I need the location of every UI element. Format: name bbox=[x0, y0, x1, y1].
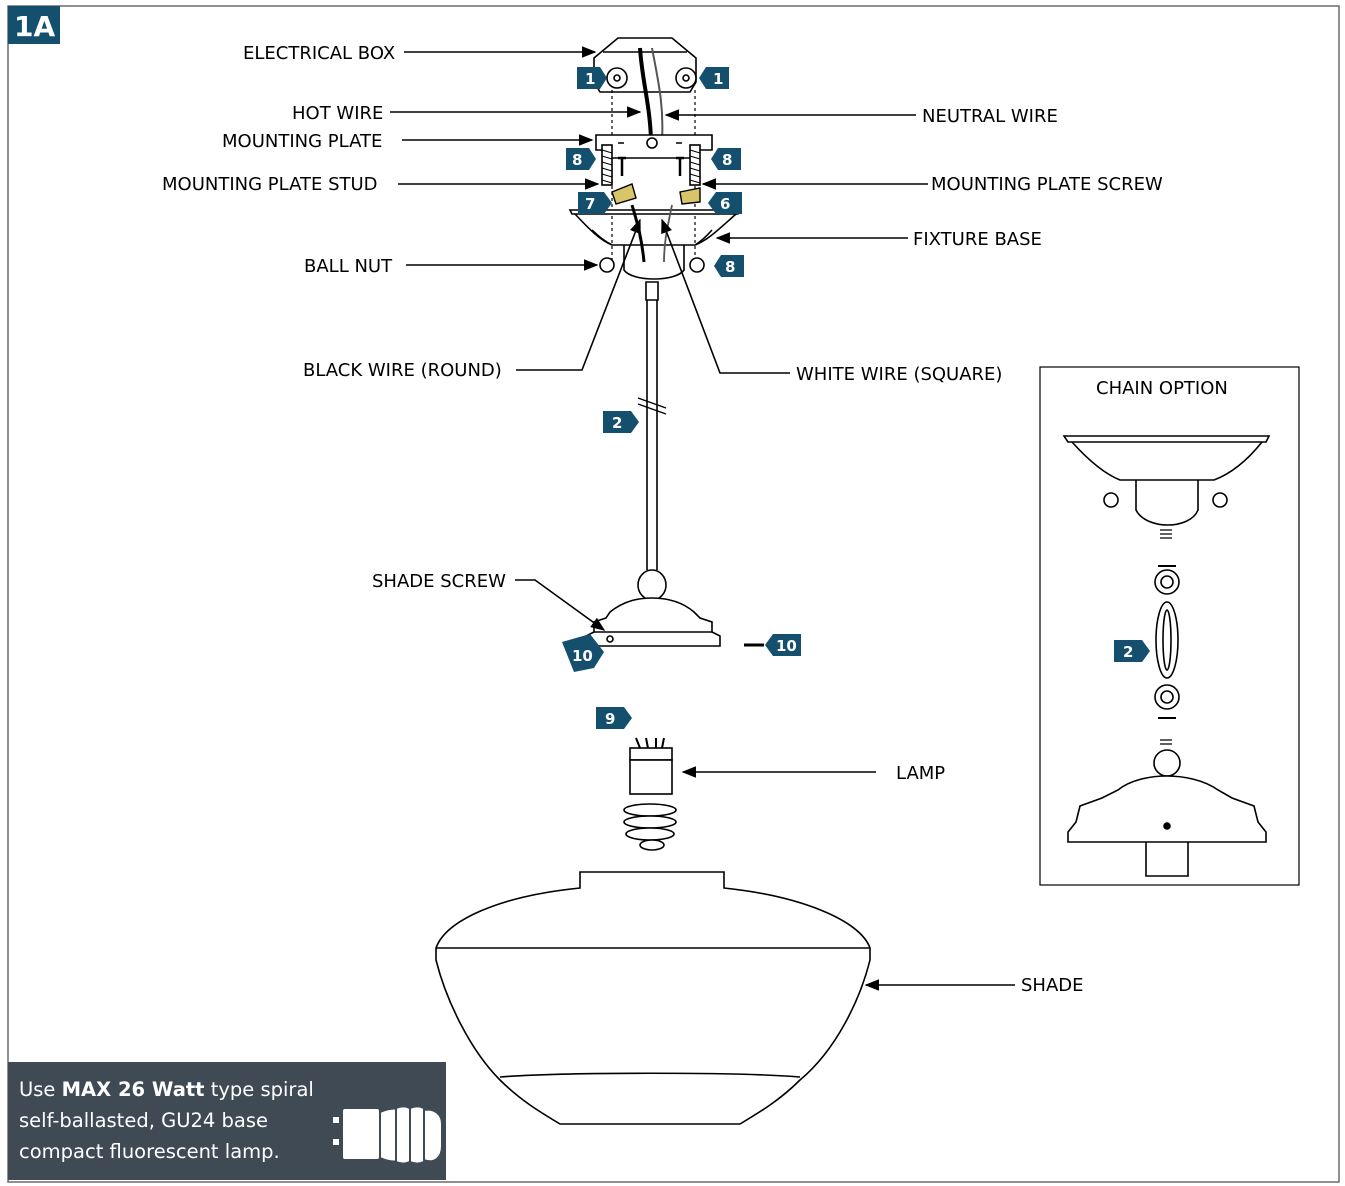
lamp-note-wattage: MAX 26 Watt bbox=[61, 1078, 205, 1101]
label-fixture-base: FIXTURE BASE bbox=[913, 229, 1042, 250]
label-shade: SHADE bbox=[1021, 975, 1084, 996]
step-badge-9: 9 bbox=[596, 707, 632, 729]
label-ball-nut: BALL NUT bbox=[304, 256, 393, 277]
shade-holder-shape bbox=[585, 597, 721, 647]
step-badge-8-ballnut: 8 bbox=[714, 255, 744, 277]
lamp-shape bbox=[623, 737, 677, 851]
chain-option-title: CHAIN OPTION bbox=[1096, 378, 1228, 399]
svg-text:2: 2 bbox=[612, 414, 622, 432]
svg-text:10: 10 bbox=[776, 637, 797, 655]
step-badge-2: 2 bbox=[603, 411, 639, 433]
fixture-drawing bbox=[435, 37, 871, 1125]
svg-text:10: 10 bbox=[572, 647, 593, 665]
label-hot-wire: HOT WIRE bbox=[292, 103, 383, 124]
svg-text:1: 1 bbox=[713, 70, 723, 88]
shade-shape bbox=[435, 871, 871, 1125]
svg-text:8: 8 bbox=[722, 151, 732, 169]
lamp-note-text: Use MAX 26 Watt type spiral self-ballast… bbox=[19, 1078, 314, 1163]
step-badge-2-chain: 2 bbox=[1114, 640, 1150, 662]
step-badge-8-right: 8 bbox=[711, 148, 741, 170]
mounting-plate-studs bbox=[601, 144, 701, 186]
cfl-lamp-icon bbox=[330, 1102, 446, 1177]
step-badge-10-left: 10 bbox=[562, 634, 604, 672]
lamp-note: Use MAX 26 Watt type spiral self-ballast… bbox=[8, 1062, 446, 1180]
step-badge-7: 7 bbox=[578, 192, 612, 214]
electrical-box-shape bbox=[593, 37, 697, 93]
label-lamp: LAMP bbox=[896, 763, 945, 784]
step-badge-1-left: 1 bbox=[577, 67, 607, 89]
svg-text:1A: 1A bbox=[14, 10, 55, 43]
svg-text:8: 8 bbox=[572, 151, 582, 169]
page-frame bbox=[7, 5, 1340, 1183]
label-mounting-plate: MOUNTING PLATE bbox=[222, 131, 382, 152]
figure-tag: 1A bbox=[8, 6, 60, 44]
label-white-wire: WHITE WIRE (SQUARE) bbox=[796, 364, 1002, 385]
svg-text:8: 8 bbox=[725, 258, 735, 276]
svg-text:2: 2 bbox=[1123, 643, 1133, 661]
fixture-base-shape bbox=[568, 209, 742, 280]
label-mounting-plate-stud: MOUNTING PLATE STUD bbox=[162, 174, 378, 195]
label-neutral-wire: NEUTRAL WIRE bbox=[922, 106, 1058, 127]
svg-text:7: 7 bbox=[585, 195, 595, 213]
label-shade-screw: SHADE SCREW bbox=[372, 571, 506, 592]
step-badge-6: 6 bbox=[708, 192, 742, 214]
leader-lines bbox=[390, 46, 1015, 991]
label-mounting-plate-screw: MOUNTING PLATE SCREW bbox=[931, 174, 1163, 195]
step-badge-10-right: 10 bbox=[765, 634, 801, 656]
step-badges: 1 1 8 8 7 6 8 2 bbox=[562, 67, 1150, 729]
svg-text:1: 1 bbox=[585, 70, 595, 88]
label-electrical-box: ELECTRICAL BOX bbox=[243, 43, 395, 64]
callout-labels: ELECTRICAL BOX HOT WIRE NEUTRAL WIRE MOU… bbox=[162, 43, 1163, 996]
step-badge-1-right: 1 bbox=[699, 67, 729, 89]
svg-text:6: 6 bbox=[720, 195, 730, 213]
label-black-wire: BLACK WIRE (ROUND) bbox=[303, 360, 502, 381]
chain-option-panel: CHAIN OPTION bbox=[1039, 366, 1300, 886]
svg-text:9: 9 bbox=[605, 710, 615, 728]
step-badge-8-left: 8 bbox=[566, 148, 596, 170]
